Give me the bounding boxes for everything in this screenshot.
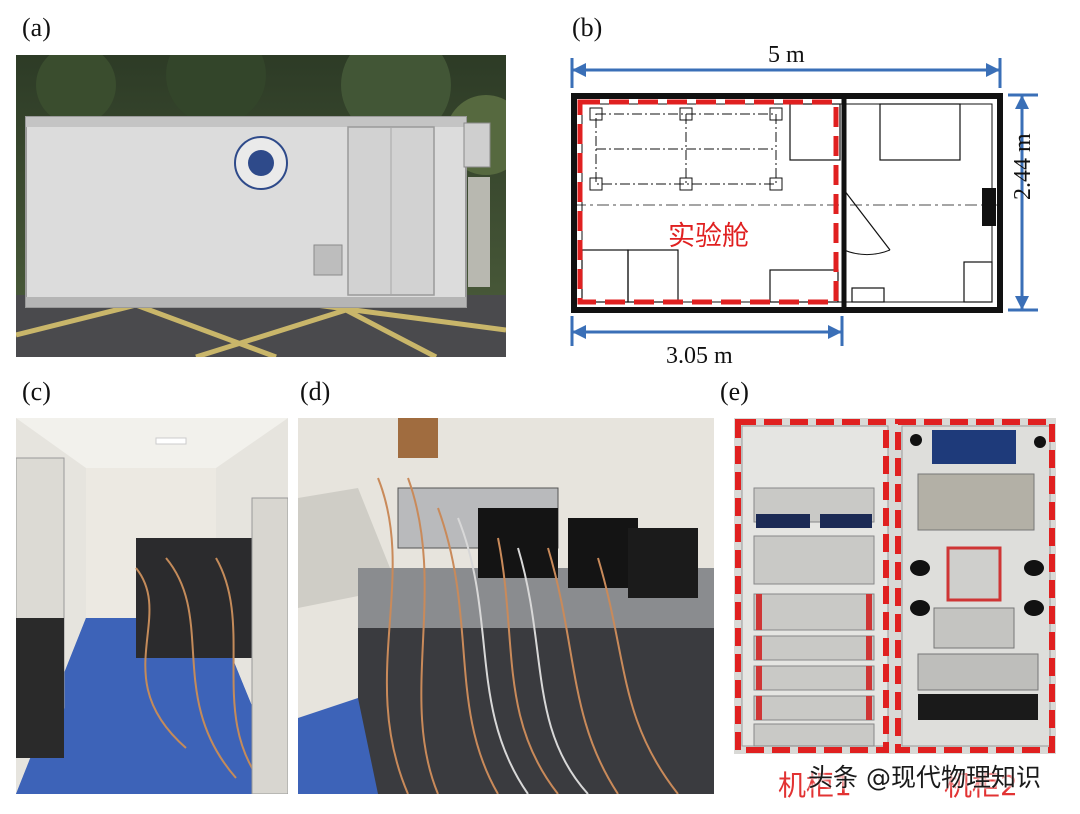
cabinet-1-label: 机柜1 xyxy=(778,769,852,802)
container-height-label: 2.44 m xyxy=(1010,133,1036,200)
watermark-text: 头条 @现代物理知识 xyxy=(808,763,1041,792)
lab-interior-photo xyxy=(16,418,288,794)
container-photo xyxy=(16,55,506,357)
lab-area-label: 实验舱 xyxy=(668,221,749,252)
optical-setup-photo xyxy=(298,418,714,794)
lab-width-label: 3.05 m xyxy=(666,343,733,369)
panel-label-c: (c) xyxy=(22,377,51,406)
panel-label-a: (a) xyxy=(22,13,51,42)
panel-label-e: (e) xyxy=(720,377,749,406)
cabinet-2-label: 机柜2 xyxy=(944,769,1018,802)
cabinet-photo xyxy=(734,418,1056,754)
panel-label-d: (d) xyxy=(300,377,331,406)
panel-label-b: (b) xyxy=(572,13,603,42)
container-width-label: 5 m xyxy=(768,42,805,68)
floor-plan-diagram xyxy=(560,40,1060,370)
